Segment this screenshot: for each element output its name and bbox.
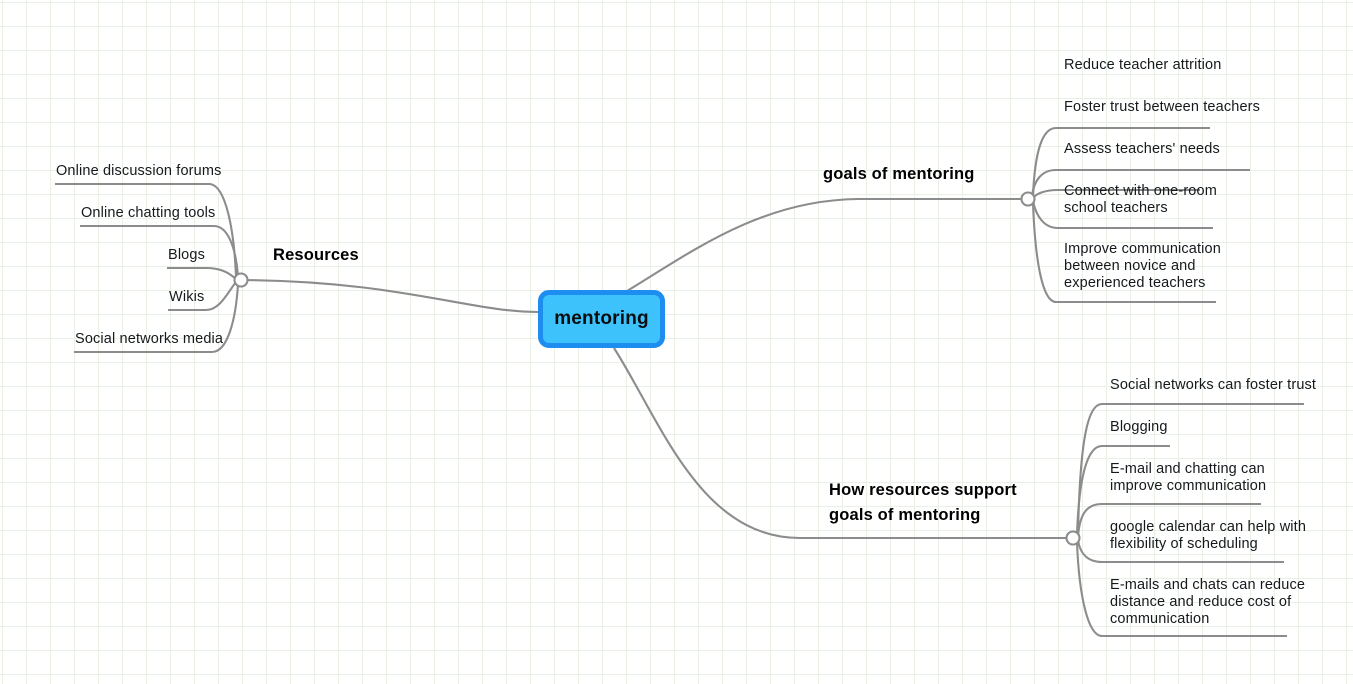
leaf-wire-res-0 <box>55 182 238 277</box>
leaf-resources-blogs[interactable]: Blogs <box>168 247 205 263</box>
leaf-resources-online-chatting-tools[interactable]: Online chatting tools <box>81 205 216 221</box>
leaf-goals-assess-teachers-needs[interactable]: Assess teachers' needs <box>1064 141 1220 157</box>
leaf-goals-improve-communication[interactable]: Improve communication between novice and… <box>1064 241 1221 291</box>
hub-resources <box>233 272 249 288</box>
leaf-how-emails-and-chats-reduce-distance-and-cost[interactable]: E-mails and chats can reduce distance an… <box>1110 577 1306 627</box>
leaf-how-blogging[interactable]: Blogging <box>1110 419 1168 435</box>
leaf-how-social-networks-can-foster-trust[interactable]: Social networks can foster trust <box>1110 377 1317 393</box>
branch-label-goals-of-mentoring[interactable]: goals of mentoring <box>823 165 975 183</box>
trunk-resources <box>240 278 539 314</box>
hub-goals <box>1020 191 1036 207</box>
leaf-goals-foster-trust-between-teachers[interactable]: Foster trust between teachers <box>1064 99 1261 115</box>
central-node-label: mentoring <box>554 308 649 329</box>
leaf-wire-res-2 <box>167 266 237 280</box>
branch-label-resources[interactable]: Resources <box>273 246 359 264</box>
leaf-goals-connect-with-one-room-school-teachers[interactable]: Connect with one-room school teachers <box>1064 183 1217 216</box>
leaf-resources-social-networks-media[interactable]: Social networks media <box>75 331 224 347</box>
central-node[interactable]: mentoring <box>538 290 665 348</box>
trunk-goals <box>626 197 1023 292</box>
leaf-how-email-and-chatting-improve-communication[interactable]: E-mail and chatting can improve communic… <box>1110 461 1267 494</box>
leaf-goals-reduce-teacher-attrition[interactable]: Reduce teacher attrition <box>1064 57 1222 73</box>
leaf-wire-res-1 <box>80 224 240 278</box>
hub-how-resources <box>1065 530 1081 546</box>
leaf-resources-wikis[interactable]: Wikis <box>169 289 205 305</box>
branch-label-how-resources-support-goals[interactable]: How resources support goals of mentoring <box>829 481 1017 524</box>
leaf-resources-online-discussion-forums[interactable]: Online discussion forums <box>56 163 222 179</box>
leaf-how-google-calendar-flexibility-of-scheduling[interactable]: google calendar can help with flexibilit… <box>1110 519 1307 552</box>
